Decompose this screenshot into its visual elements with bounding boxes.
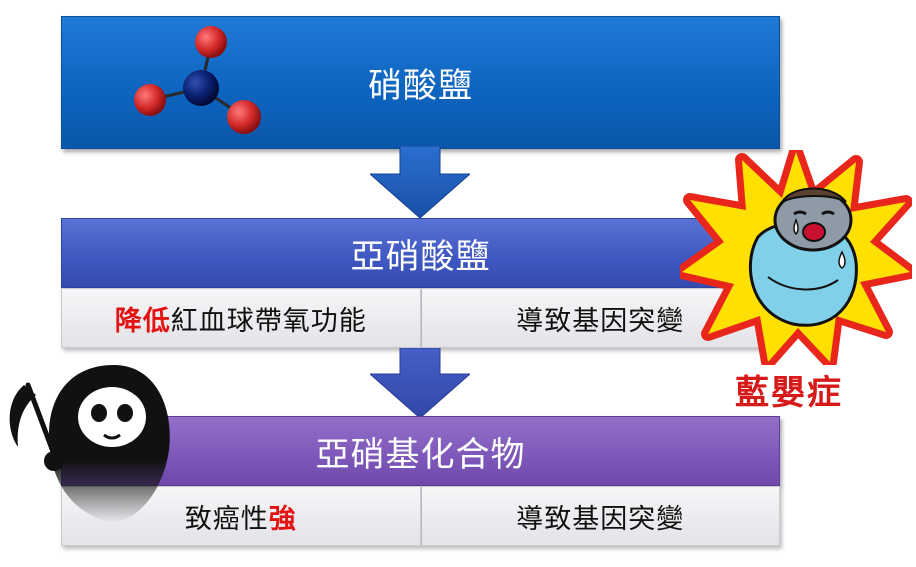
top-box-label: 硝酸鹽 — [368, 66, 473, 106]
effect-text: 導致基因突變 — [516, 305, 685, 337]
effect-highlight: 降低 — [114, 305, 171, 337]
arrow-down-icon — [370, 146, 470, 218]
lower-box-label: 亞硝基化合物 — [315, 434, 526, 475]
effect-cell: 降低紅血球帶氧功能 — [61, 288, 421, 348]
middle-box-nitrite: 亞硝酸鹽 — [61, 218, 780, 288]
effect-highlight: 強 — [268, 503, 297, 535]
top-box-nitrate: 硝酸鹽 — [61, 16, 780, 149]
middle-box-label: 亞硝酸鹽 — [350, 236, 491, 277]
lower-box-nitrosamine: 亞硝基化合物 — [61, 416, 780, 486]
molecule-icon — [134, 26, 261, 134]
lower-box-effects: 致癌性強 導致基因突變 — [61, 486, 780, 546]
effect-text: 紅血球帶氧功能 — [170, 305, 367, 337]
blue-baby-syndrome-label: 藍嬰症 — [735, 373, 843, 413]
effect-text: 導致基因突變 — [516, 503, 685, 535]
arrow-down-icon — [370, 348, 470, 418]
effect-text: 致癌性 — [184, 503, 269, 535]
effect-cell: 導致基因突變 — [420, 486, 780, 546]
middle-box-effects: 降低紅血球帶氧功能 導致基因突變 — [61, 288, 780, 348]
crying-baby-icon — [748, 187, 858, 327]
grim-reaper-icon — [9, 365, 170, 523]
